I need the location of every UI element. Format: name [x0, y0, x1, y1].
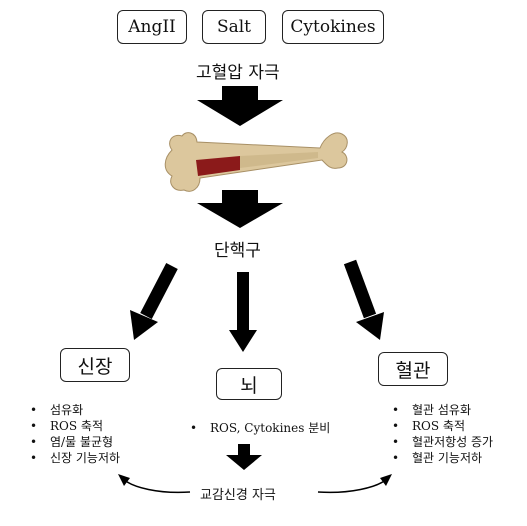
- down-arrow-bone: [197, 190, 283, 228]
- list-item: 섬유화: [28, 402, 120, 418]
- list-item: 혈관저항성 증가: [390, 434, 493, 450]
- organ-box-brain: 뇌: [216, 368, 282, 400]
- bone-marrow-femur-icon: [164, 132, 348, 192]
- organ-title: 혈관: [395, 359, 431, 382]
- arrow-to-brain: [229, 272, 257, 352]
- stimulus-box-salt: Salt: [202, 10, 266, 44]
- list-item: ROS 축적: [390, 418, 493, 434]
- stimulus-box-angii: AngII: [117, 10, 187, 44]
- stimulus-label: Salt: [216, 17, 252, 37]
- stimulus-label: Cytokines: [290, 17, 376, 37]
- organ-title: 신장: [77, 355, 113, 378]
- organ-box-kidney: 신장: [60, 348, 130, 382]
- organ-box-vessel: 혈관: [378, 352, 448, 386]
- brain-effects-list: ROS, Cytokines 분비: [188, 420, 330, 436]
- arrow-to-vessel: [343, 259, 384, 340]
- curved-arrow-to-vessel: [317, 477, 389, 494]
- down-arrow-brain: [226, 444, 262, 470]
- list-item: 신장 기능저하: [28, 450, 120, 466]
- kidney-effects-list: 섬유화 ROS 축적 염/물 불균형 신장 기능저하: [28, 402, 120, 466]
- list-item: ROS, Cytokines 분비: [188, 420, 330, 436]
- organ-title: 뇌: [240, 374, 258, 397]
- stimulus-box-cytokines: Cytokines: [282, 10, 384, 44]
- stimulus-label: AngII: [128, 17, 176, 37]
- vessel-effects-list: 혈관 섬유화 ROS 축적 혈관저항성 증가 혈관 기능저하: [390, 402, 493, 466]
- curved-arrow-to-kidney: [121, 477, 191, 494]
- list-item: 혈관 기능저하: [390, 450, 493, 466]
- hypertension-label: 고혈압 자극: [196, 63, 280, 83]
- sympathetic-label: 교감신경 자극: [200, 488, 276, 503]
- list-item: 염/물 불균형: [28, 434, 120, 450]
- monocyte-label: 단핵구: [214, 241, 261, 261]
- list-item: ROS 축적: [28, 418, 120, 434]
- down-arrow-stimuli: [197, 86, 283, 126]
- list-item: 혈관 섬유화: [390, 402, 493, 418]
- arrow-to-kidney: [130, 263, 178, 340]
